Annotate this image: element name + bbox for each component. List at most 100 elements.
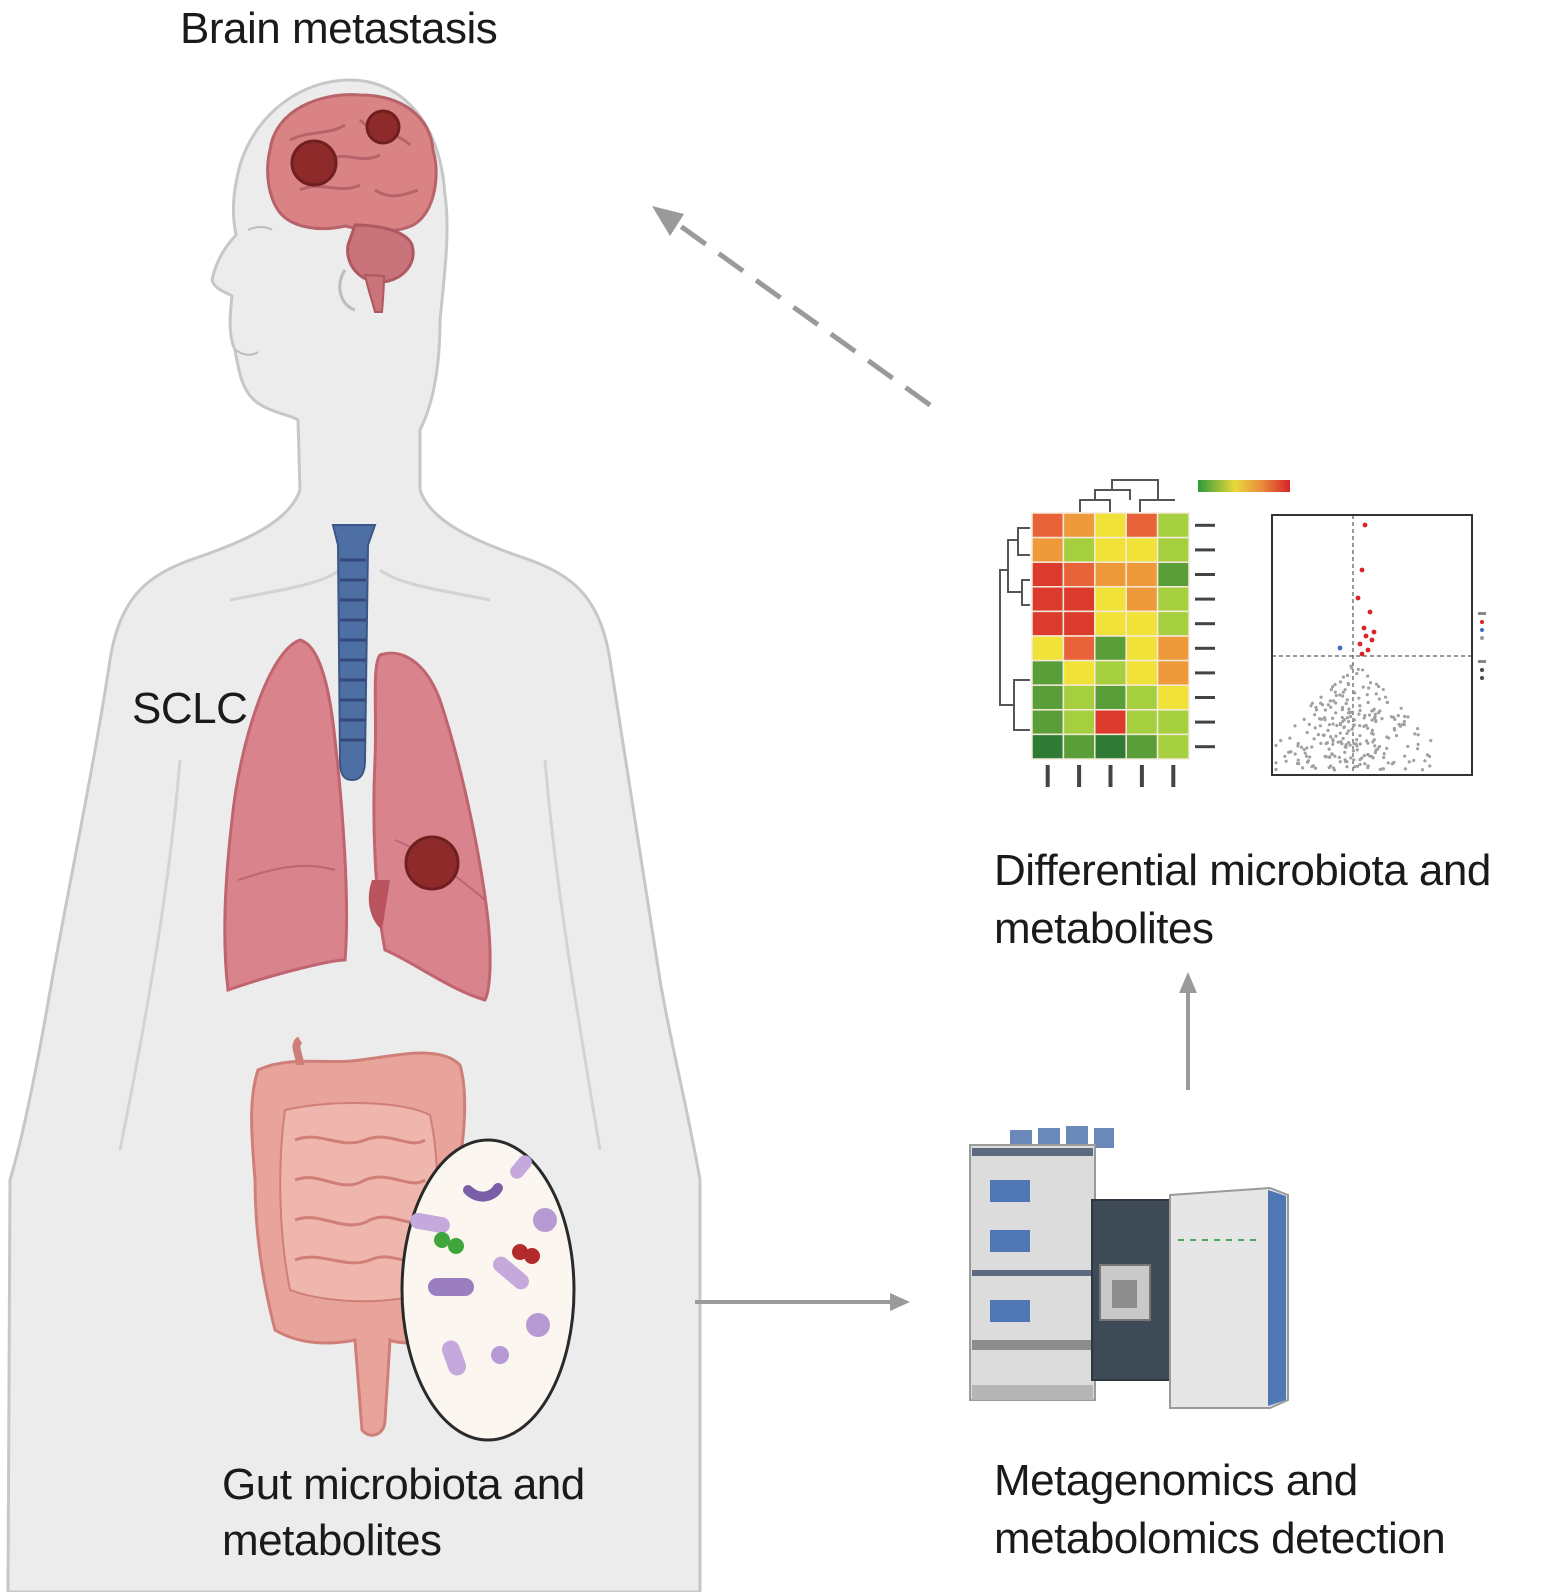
heatmap-cell [1125, 586, 1159, 613]
volcano-point [1329, 764, 1333, 768]
volcano-point [1333, 754, 1337, 758]
volcano-point [1402, 714, 1407, 719]
volcano-point [1335, 723, 1339, 728]
heatmap-cell [1156, 733, 1190, 760]
meta-label-line1: Metagenomics and [994, 1456, 1358, 1505]
volcano-point [1402, 719, 1407, 724]
volcano-point [1386, 761, 1390, 765]
volcano-point [1403, 754, 1407, 758]
volcano-point [1351, 749, 1356, 753]
arrow-gut-to-detection-head [890, 1293, 910, 1311]
volcano-point [1368, 681, 1373, 685]
heatmap-cell [1062, 733, 1096, 760]
volcano-point [1382, 752, 1386, 756]
volcano-point [1343, 758, 1347, 762]
volcano-point [1314, 708, 1319, 712]
volcano-point [1347, 741, 1351, 745]
volcano-point [1372, 716, 1377, 720]
volcano-point [1340, 705, 1345, 710]
volcano-point-up [1362, 522, 1368, 528]
dashed-arrow-line [670, 217, 932, 408]
heatmap-col-label-mark [1171, 765, 1176, 787]
volcano-point [1310, 701, 1315, 705]
volcano-point [1363, 713, 1367, 718]
volcano-point [1381, 687, 1385, 692]
volcano-point [1313, 713, 1317, 717]
volcano-point [1344, 745, 1348, 749]
bacterium-coccus-a [533, 1208, 557, 1232]
brain-tumor-right [365, 109, 401, 145]
volcano-point [1296, 744, 1300, 748]
volcano-point [1274, 761, 1278, 765]
heatmap-cell [1094, 684, 1127, 711]
volcano-point [1347, 711, 1351, 715]
heatmap-row-label-mark [1195, 548, 1215, 552]
volcano-point [1377, 697, 1382, 701]
volcano-point [1412, 758, 1416, 763]
bacterium-rod-small [510, 1155, 532, 1179]
volcano-point [1311, 764, 1315, 768]
volcano-point-up [1363, 633, 1369, 639]
volcano-point [1344, 743, 1348, 747]
heatmap-cell [1062, 536, 1096, 563]
volcano-point [1283, 754, 1287, 758]
volcano-point [1331, 722, 1335, 726]
heatmap-cell [1094, 610, 1127, 637]
volcano-point [1345, 765, 1349, 769]
heatmap-cell [1125, 684, 1159, 711]
volcano-point [1333, 682, 1337, 687]
heatmap-row-label-mark [1195, 646, 1215, 650]
volcano-point [1378, 709, 1382, 713]
lung-tumor [404, 835, 460, 891]
heatmap-row-label-mark [1195, 597, 1215, 601]
volcano-point [1406, 744, 1410, 749]
volcano-point [1303, 751, 1307, 755]
heatmap-cell [1156, 536, 1190, 563]
volcano-point [1306, 759, 1311, 763]
gut-label-line2: metabolites [222, 1516, 442, 1565]
volcano-point [1345, 698, 1349, 702]
volcano-point [1325, 741, 1329, 745]
heatmap-cell [1125, 635, 1159, 662]
heatmap-color-legend [1198, 480, 1290, 492]
volcano-point [1288, 736, 1292, 740]
volcano-point [1338, 693, 1342, 697]
volcano-point [1358, 704, 1362, 708]
volcano-point [1284, 759, 1288, 763]
volcano-point [1355, 748, 1359, 752]
volcano-point [1347, 707, 1351, 711]
brain-illustration [266, 93, 438, 313]
volcano-point [1316, 732, 1320, 737]
volcano-point [1346, 720, 1351, 724]
heatmap-cell [1031, 586, 1065, 613]
volcano-point [1406, 715, 1410, 719]
volcano-point [1355, 744, 1359, 748]
volcano-point [1295, 761, 1300, 766]
volcano-point [1342, 725, 1346, 730]
volcano-point [1425, 753, 1430, 757]
heatmap-row-label-mark [1195, 622, 1215, 626]
volcano-point [1305, 746, 1309, 750]
volcano-point [1381, 767, 1385, 771]
volcano-point-up [1359, 567, 1365, 573]
volcano-point [1331, 742, 1335, 746]
heatmap-cell [1156, 659, 1190, 686]
volcano-point-up [1359, 651, 1365, 657]
volcano-point [1352, 758, 1356, 762]
volcano-point [1329, 705, 1333, 709]
volcano-point [1370, 731, 1374, 735]
volcano-point [1357, 696, 1361, 700]
volcano-point-up [1357, 641, 1363, 647]
volcano-point [1373, 750, 1377, 755]
volcano-point [1372, 738, 1376, 742]
volcano-point [1390, 762, 1394, 766]
volcano-point [1319, 717, 1324, 721]
heatmap-cell [1156, 635, 1190, 662]
volcano-point [1352, 723, 1356, 727]
heatmap-cell [1125, 610, 1159, 637]
heatmap-cell [1031, 709, 1065, 736]
volcano-point [1345, 716, 1350, 720]
volcano-point [1416, 726, 1420, 731]
heatmap-dendrogram-left [999, 527, 1030, 731]
